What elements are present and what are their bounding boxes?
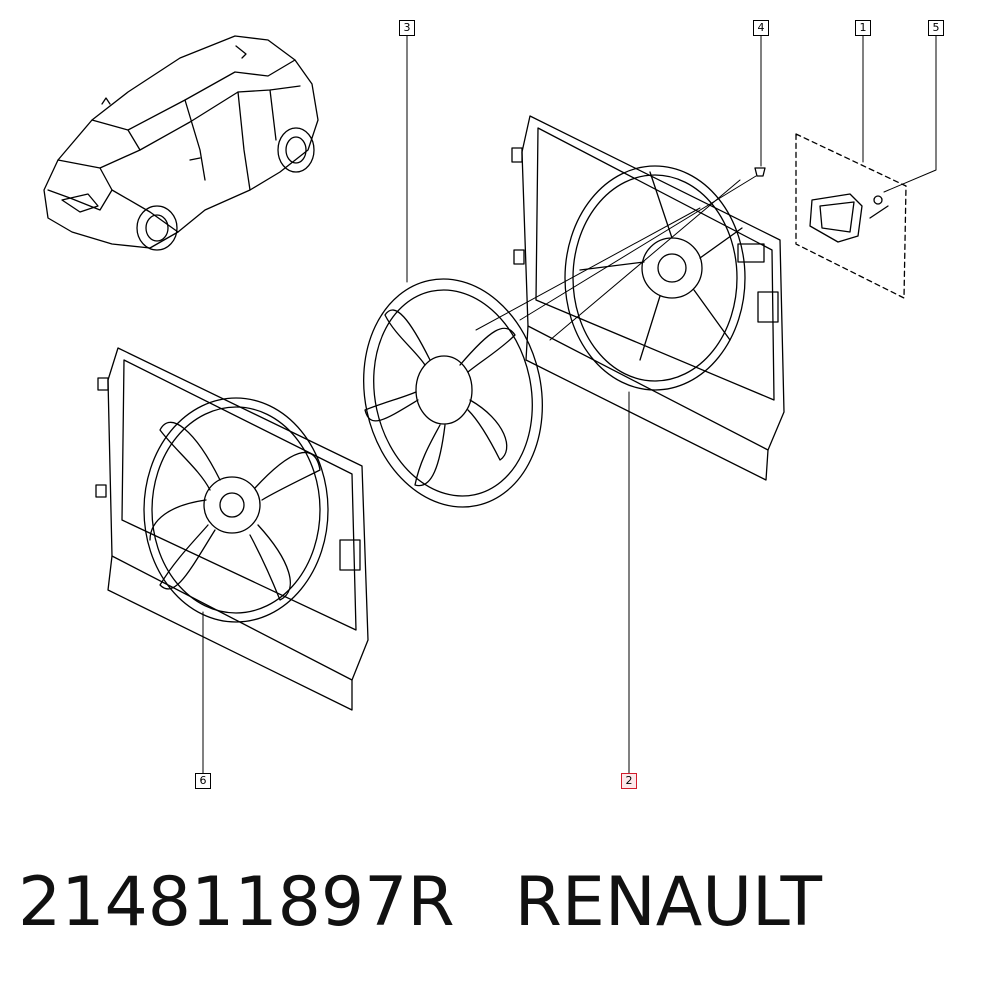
fan-shroud <box>511 115 785 481</box>
leader-lines <box>202 35 937 774</box>
fan-impeller <box>363 278 543 508</box>
part-caption: 214811897R RENAULT <box>18 858 822 948</box>
resistor-module <box>795 133 907 299</box>
car-illustration <box>43 35 319 251</box>
bolt <box>754 167 766 177</box>
fan-assembly-front <box>95 347 369 711</box>
callout-6[interactable]: 6 <box>195 773 211 789</box>
part-number: 214811897R <box>18 863 455 942</box>
callout-5[interactable]: 5 <box>928 20 944 36</box>
callout-3[interactable]: 3 <box>399 20 415 36</box>
callout-4[interactable]: 4 <box>753 20 769 36</box>
callout-2-highlighted[interactable]: 2 <box>621 773 637 789</box>
brand-name: RENAULT <box>514 863 823 942</box>
callout-1[interactable]: 1 <box>855 20 871 36</box>
